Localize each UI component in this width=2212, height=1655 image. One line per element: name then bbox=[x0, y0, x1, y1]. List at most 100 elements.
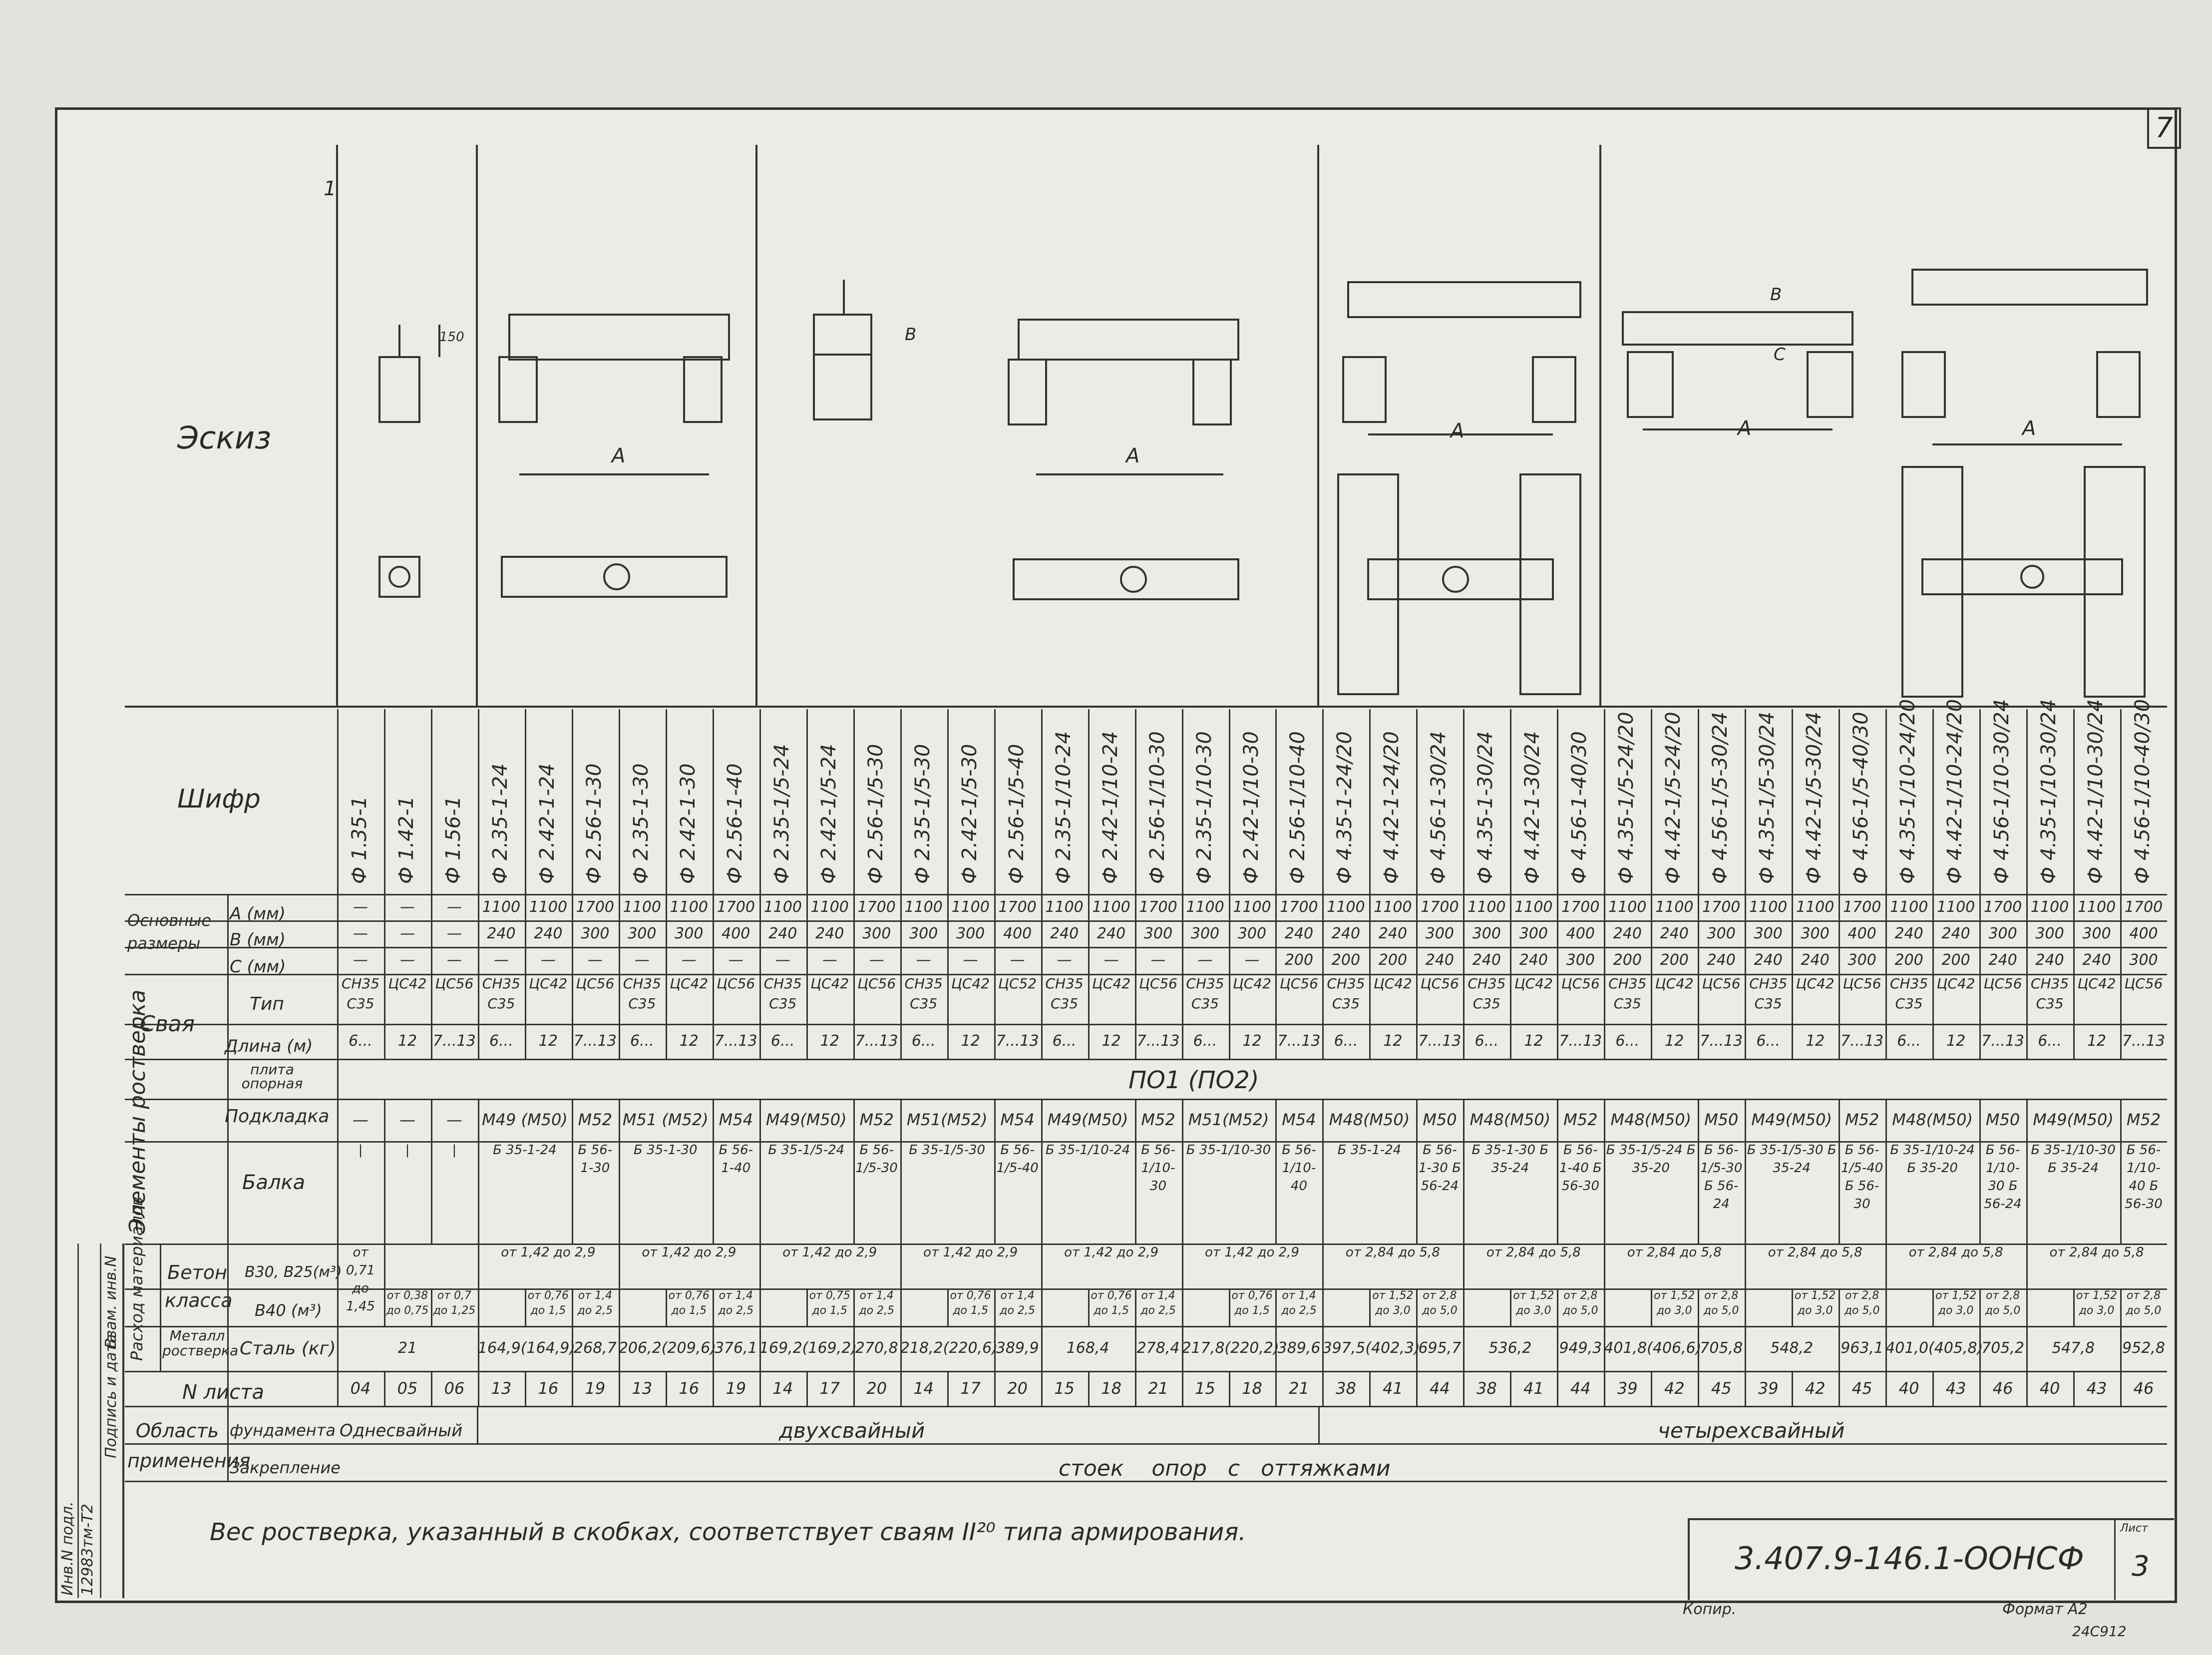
sheet-number: 44 bbox=[1430, 1379, 1450, 1398]
pad-value: М48(М50) bbox=[1470, 1110, 1551, 1129]
grid-line bbox=[383, 1024, 385, 1059]
grid-line bbox=[994, 920, 996, 947]
dim-c-value: — bbox=[353, 951, 368, 969]
grid-line bbox=[1604, 894, 1606, 920]
steel-value: 397,5(402,3) bbox=[1322, 1339, 1420, 1357]
dim-a-value: 1100 bbox=[2030, 898, 2069, 916]
grid-line bbox=[571, 974, 573, 1024]
grid-line bbox=[1557, 709, 1559, 894]
concrete-b40-value: от 1,52 до 3,0 bbox=[2076, 1289, 2118, 1317]
dim-b-value: 400 bbox=[1003, 925, 1032, 942]
grid-line bbox=[1322, 1288, 1324, 1326]
format-label: Формат А2 bbox=[2002, 1601, 2088, 1618]
cipher-code: Ф 2.42-1-24 bbox=[535, 763, 559, 884]
grid-line bbox=[1416, 974, 1418, 1024]
pile-type-label: Тип bbox=[250, 994, 284, 1014]
grid-line bbox=[1041, 1326, 1043, 1371]
grid-line bbox=[125, 1024, 2167, 1025]
grid-line bbox=[430, 1371, 432, 1406]
beam-value: Б 56-1/5-30 Б 56-24 bbox=[1700, 1143, 1743, 1212]
grid-line bbox=[1134, 1288, 1136, 1326]
doc-code: 3.407.9-146.1-ООНСФ bbox=[1735, 1540, 2084, 1577]
dim-b-value: 300 bbox=[581, 925, 610, 942]
cipher-code: Ф 2.35-1-24 bbox=[488, 763, 512, 884]
grid-line bbox=[1792, 974, 1794, 1024]
sheet-number: 17 bbox=[819, 1379, 840, 1398]
cipher-code: Ф 4.35-1/5-30/24 bbox=[1756, 712, 1779, 884]
grid-line bbox=[571, 947, 573, 974]
beam-label: Балка bbox=[242, 1171, 306, 1194]
grid-line bbox=[524, 974, 526, 1024]
pile-length-value: 12 bbox=[1102, 1032, 1121, 1050]
grid-line bbox=[1885, 1326, 1887, 1371]
dim-c-value: 200 bbox=[1613, 951, 1642, 969]
grid-line bbox=[337, 1099, 339, 1141]
grid-line bbox=[1792, 1288, 1794, 1326]
grid-line bbox=[1041, 1288, 1043, 1326]
grid-line bbox=[430, 947, 432, 974]
grid-line bbox=[1181, 1099, 1183, 1141]
dim-b-value: 300 bbox=[1988, 925, 2017, 942]
grid-line bbox=[1698, 1099, 1700, 1141]
beam-value: Б 35-1/5-24 bbox=[768, 1143, 845, 1158]
sheet-number: 15 bbox=[1054, 1379, 1075, 1398]
grid-line bbox=[900, 974, 902, 1024]
grid-line bbox=[125, 974, 2167, 975]
grid-line bbox=[430, 1288, 432, 1326]
grid-line bbox=[1275, 1099, 1277, 1141]
concrete-b40-value: от 0,75 до 1,5 bbox=[809, 1289, 850, 1317]
cipher-code: Ф 4.56-1/10-40/30 bbox=[2131, 699, 2155, 884]
grid-line bbox=[1604, 947, 1606, 974]
grid-line bbox=[712, 1371, 714, 1406]
cipher-code: Ф 2.35-1/10-30 bbox=[1192, 731, 1216, 884]
side-stamp-inv-value: 12983тм-Т2 bbox=[79, 1504, 96, 1596]
dim-b-value: 300 bbox=[862, 925, 891, 942]
dimension-a-1: А bbox=[612, 444, 626, 467]
grid-line bbox=[759, 1288, 761, 1326]
grid-line bbox=[1181, 1243, 1183, 1288]
concrete-b30-value: от 2,84 до 5,8 bbox=[1345, 1245, 1440, 1260]
dim-b-value: 400 bbox=[1566, 925, 1595, 942]
grid-line bbox=[2120, 920, 2122, 947]
grid-line bbox=[571, 1288, 573, 1326]
grid-line bbox=[1181, 894, 1183, 920]
concrete-b40-value bbox=[337, 1288, 384, 1326]
dim-a-value: 1700 bbox=[2124, 898, 2163, 916]
pile-length-value: 6... bbox=[1897, 1032, 1921, 1050]
grid-line bbox=[2026, 1099, 2028, 1141]
title-stamp: 3.407.9-146.1-ООНСФ Лист 3 bbox=[1688, 1518, 2174, 1600]
grid-line bbox=[1651, 1371, 1653, 1406]
cipher-code: Ф 4.56-1-30/24 bbox=[1427, 731, 1451, 884]
grid-line bbox=[712, 920, 714, 947]
grid-line bbox=[2120, 1371, 2122, 1406]
grid-line bbox=[1885, 1099, 1887, 1141]
grid-line bbox=[618, 1141, 620, 1243]
grid-line bbox=[1698, 947, 1700, 974]
grid-line bbox=[477, 920, 479, 947]
grid-line bbox=[1088, 920, 1090, 947]
grid-line bbox=[477, 947, 479, 974]
grid-line bbox=[1041, 1243, 1043, 1288]
pile-type-value: ЦС42 bbox=[670, 975, 709, 992]
steel-value: 952,8 bbox=[2122, 1339, 2165, 1357]
grid-line bbox=[2073, 894, 2075, 920]
pile-length-value: 12 bbox=[538, 1032, 558, 1050]
grid-line bbox=[477, 1406, 478, 1443]
grid-line bbox=[1745, 1371, 1747, 1406]
grid-line bbox=[1979, 1371, 1981, 1406]
grid-line bbox=[1416, 947, 1418, 974]
pile-type-value: ЦС56 bbox=[1420, 975, 1459, 992]
dim-a-value: 1100 bbox=[1936, 898, 1975, 916]
grid-line bbox=[947, 974, 949, 1024]
cipher-code: Ф 4.35-1-24/20 bbox=[1333, 731, 1357, 884]
grid-line bbox=[665, 1024, 667, 1059]
pad-value: М52 bbox=[859, 1110, 894, 1129]
grid-line bbox=[524, 894, 526, 920]
cipher-code: Ф 1.35-1 bbox=[348, 796, 371, 884]
grid-line bbox=[1463, 1099, 1465, 1141]
concrete-b40-value bbox=[619, 1288, 666, 1326]
sheet-number: 38 bbox=[1336, 1379, 1356, 1398]
cipher-code: Ф 2.56-1-30 bbox=[582, 763, 606, 884]
grid-line bbox=[1839, 947, 1841, 974]
pile-type-value: ЦС56 bbox=[1702, 975, 1741, 992]
